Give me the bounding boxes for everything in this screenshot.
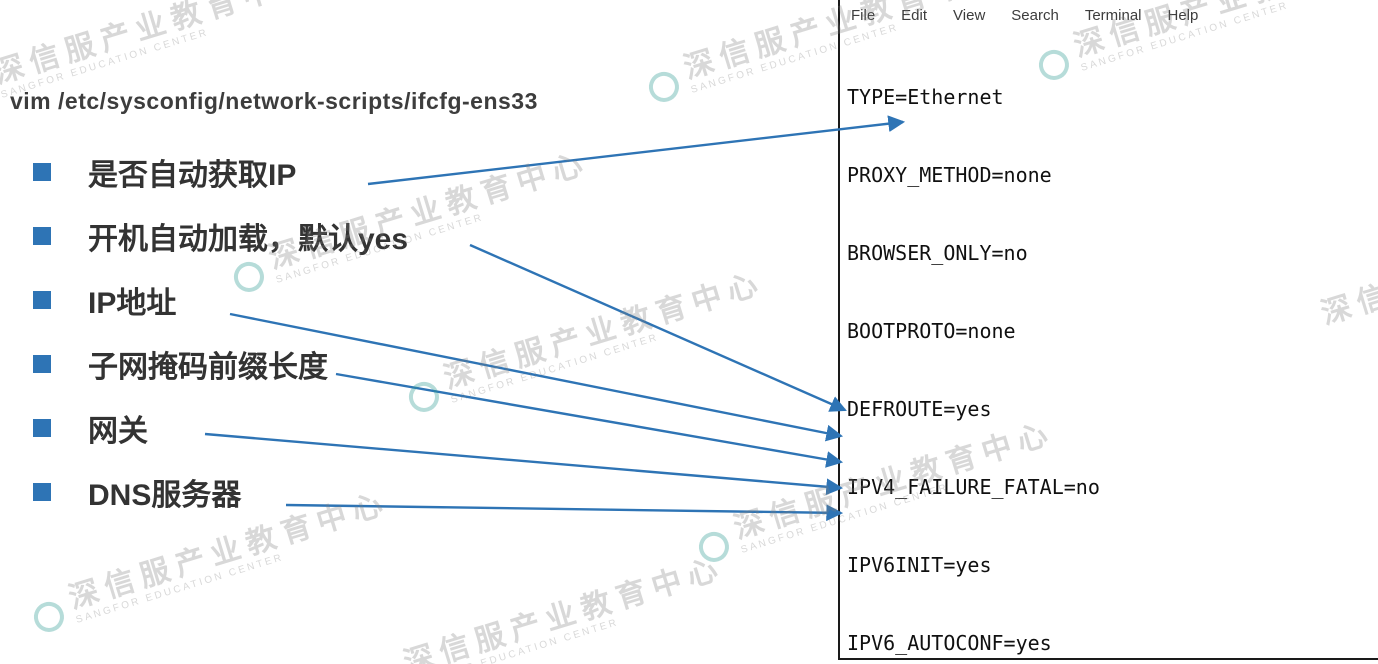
menu-item-edit[interactable]: Edit	[901, 6, 928, 24]
watermark-logo-icon	[695, 528, 733, 566]
bullet-item: 子网掩码前缀长度	[33, 332, 408, 396]
bullet-list: 是否自动获取IP 开机自动加载，默认yes IP地址 子网掩码前缀长度 网关 D…	[33, 140, 408, 524]
menu-item-file[interactable]: File	[851, 6, 876, 24]
bullet-label: DNS服务器	[88, 479, 242, 512]
terminal-line: BOOTPROTO=none	[847, 319, 1016, 343]
terminal-buffer[interactable]: TYPE=Ethernet PROXY_METHOD=none BROWSER_…	[840, 30, 1378, 664]
terminal-line: IPV4_FAILURE_FATAL=no	[847, 475, 1100, 499]
terminal-line: IPV6_AUTOCONF=yes	[847, 631, 1052, 655]
bullet-square-icon	[33, 355, 51, 373]
terminal-line: BROWSER_ONLY=no	[847, 241, 1028, 265]
arrow-onboot	[469, 243, 847, 412]
bullet-item: 开机自动加载，默认yes	[33, 204, 408, 268]
bullet-square-icon	[33, 419, 51, 437]
bullet-label: 是否自动获取IP	[88, 159, 297, 192]
terminal-menubar: File Edit View Search Terminal Help	[840, 0, 1378, 30]
menu-item-terminal[interactable]: Terminal	[1084, 6, 1142, 24]
arrow-prefix	[335, 372, 844, 468]
menu-item-help[interactable]: Help	[1167, 6, 1199, 24]
bullet-item: 是否自动获取IP	[33, 140, 408, 204]
bullet-square-icon	[33, 483, 51, 501]
watermark-logo-icon	[645, 68, 683, 106]
terminal-line: PROXY_METHOD=none	[847, 163, 1052, 187]
watermark: 深信服产业教育中心 SANGFOR EDUCATION CENTER	[402, 266, 772, 417]
menu-item-view[interactable]: View	[953, 6, 986, 24]
bullet-label: IP地址	[88, 287, 177, 320]
terminal-window: File Edit View Search Terminal Help TYPE…	[838, 0, 1378, 660]
terminal-line: TYPE=Ethernet	[847, 85, 1004, 109]
bullet-item: 网关	[33, 396, 408, 460]
bullet-square-icon	[33, 227, 51, 245]
bullet-label: 开机自动加载，默认yes	[88, 223, 409, 256]
watermark-logo-icon	[30, 598, 68, 636]
terminal-line: IPV6INIT=yes	[847, 553, 992, 577]
bullet-item: IP地址	[33, 268, 408, 332]
bullet-item: DNS服务器	[33, 460, 408, 524]
watermark-logo-icon	[405, 378, 443, 416]
menu-item-search[interactable]: Search	[1011, 6, 1059, 24]
bullet-label: 网关	[88, 415, 148, 448]
bullet-square-icon	[33, 163, 51, 181]
bullet-square-icon	[33, 291, 51, 309]
watermark: 深信服产业教育中心 SANGFOR EDUCATION CENTER	[362, 551, 732, 664]
arrow-bootproto	[367, 115, 906, 186]
terminal-line: DEFROUTE=yes	[847, 397, 992, 421]
vim-command-text: vim /etc/sysconfig/network-scripts/ifcfg…	[10, 88, 538, 114]
bullet-label: 子网掩码前缀长度	[88, 351, 328, 384]
